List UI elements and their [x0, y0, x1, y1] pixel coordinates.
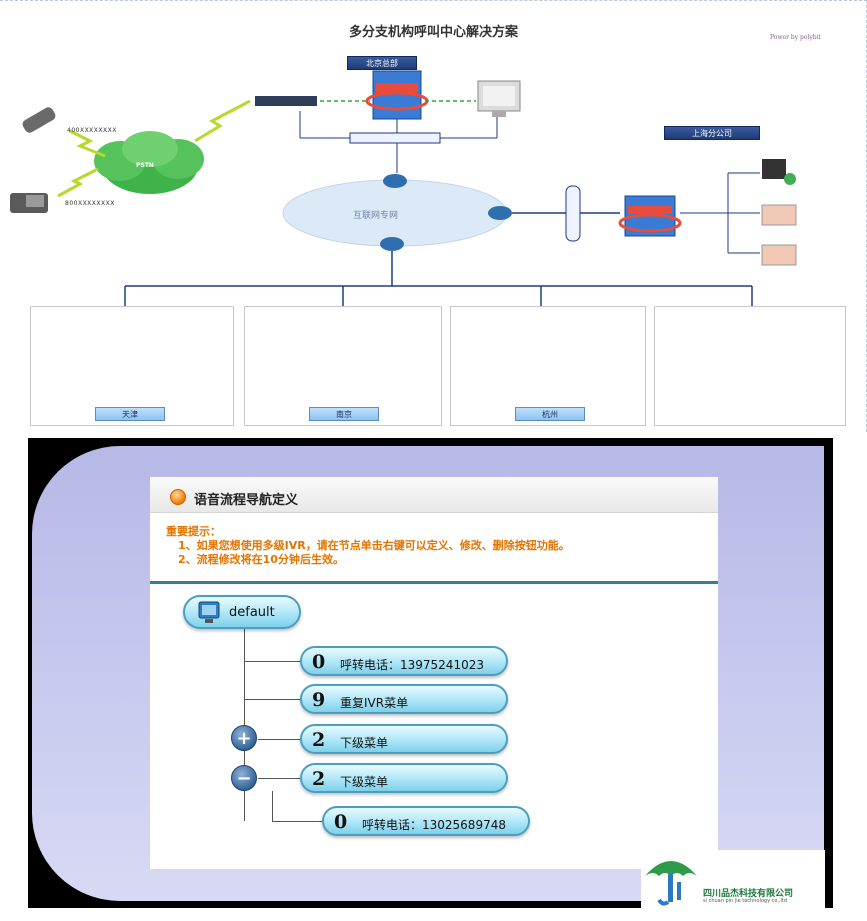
expand-button[interactable]: +	[231, 725, 257, 751]
branch-box: 南京	[244, 306, 442, 426]
tree-branch	[272, 791, 273, 821]
node-key: 0	[334, 811, 348, 833]
branch-tag: 南京	[309, 407, 379, 421]
computer-icon	[762, 159, 796, 185]
notice: 重要提示： 1、如果您想使用多级IVR，请在节点单击右键可以定义、修改、删除按钮…	[166, 525, 570, 567]
voice-gateway-icon	[255, 96, 317, 106]
ippbx-icon	[618, 195, 682, 237]
plus-icon: +	[236, 728, 252, 749]
node-label: 呼转电话：13975241023	[340, 658, 484, 672]
company-logo: 四川品杰科技有限公司 si chuan pin jie technology c…	[641, 850, 825, 908]
router-icon	[488, 206, 512, 220]
number-400: 400XXXXXXXX	[67, 127, 117, 134]
node-key: 0	[312, 651, 326, 673]
ivr-node[interactable]: 0 呼转电话：13975241023	[300, 646, 508, 676]
ip-phone-icon	[761, 204, 797, 226]
diagram-graphics	[10, 70, 797, 306]
ivr-node[interactable]: 9 重复IVR菜单	[300, 684, 508, 714]
tree-branch	[244, 661, 304, 662]
ivr-node[interactable]: 2 下级菜单	[300, 763, 508, 793]
node-key: 9	[312, 689, 326, 711]
company-name-en: si chuan pin jie technology co.,ltd	[703, 898, 788, 904]
root-label: default	[229, 605, 275, 620]
branch-tag: 天津	[95, 407, 165, 421]
node-key: 2	[312, 729, 326, 751]
hq-tag: 北京总部	[347, 56, 417, 70]
tree-branch	[258, 739, 304, 740]
node-key: 2	[312, 768, 326, 790]
router-icon	[380, 237, 404, 251]
number-800: 800XXXXXXXX	[65, 200, 115, 207]
branch-tag: 杭州	[515, 407, 585, 421]
pstn-cloud	[94, 131, 204, 194]
ip-phone-icon	[761, 244, 797, 266]
ivr-node[interactable]: 0 呼转电话：13025689748	[322, 806, 530, 836]
shanghai-tag: 上海分公司	[664, 126, 760, 140]
node-label: 下级菜单	[340, 736, 389, 750]
card-title: 语音流程导航定义	[194, 493, 299, 508]
tree-branch	[272, 821, 324, 822]
router-icon	[383, 174, 407, 188]
card-header: 语音流程导航定义	[150, 477, 718, 513]
internet-label: 互联网专网	[353, 211, 399, 221]
collapse-button[interactable]: −	[231, 765, 257, 791]
tree-branch	[244, 699, 304, 700]
mobile-phone-icon	[22, 107, 56, 133]
node-label: 重复IVR菜单	[340, 696, 409, 710]
node-label: 呼转电话：13025689748	[362, 818, 506, 832]
desk-phone-icon	[10, 193, 48, 213]
notice-heading: 重要提示：	[166, 525, 221, 538]
root-node[interactable]: default	[183, 595, 301, 629]
computer-icon	[198, 601, 220, 623]
diagram-title: 多分支机构呼叫中心解决方案	[348, 25, 518, 40]
ipcc-server-icon	[365, 70, 429, 120]
notice-line: 1、如果您想使用多级IVR，请在节点单击右键可以定义、修改、删除按钮功能。	[178, 539, 570, 552]
branch-box: 杭州	[450, 306, 646, 426]
pstn-label: PSTN	[136, 162, 154, 169]
bulb-icon	[170, 489, 186, 505]
lan-bar	[349, 132, 441, 144]
company-name: 四川品杰科技有限公司	[703, 889, 794, 899]
node-label: 下级菜单	[340, 775, 389, 789]
umbrella-logo-icon	[645, 861, 697, 906]
ivr-node[interactable]: 2 下级菜单	[300, 724, 508, 754]
network-diagram: 多分支机构呼叫中心解决方案 Power by polybit 北京总部 上海分公…	[0, 0, 867, 432]
notice-line: 2、流程修改将在10分钟后生效。	[178, 553, 344, 566]
minus-icon: −	[236, 768, 252, 789]
management-computer-icon	[477, 80, 521, 117]
powered-by: Power by polybit	[770, 34, 821, 41]
tree-branch	[258, 778, 304, 779]
separator	[150, 581, 718, 584]
branch-box: 天津	[30, 306, 234, 426]
branch-box	[654, 306, 846, 426]
